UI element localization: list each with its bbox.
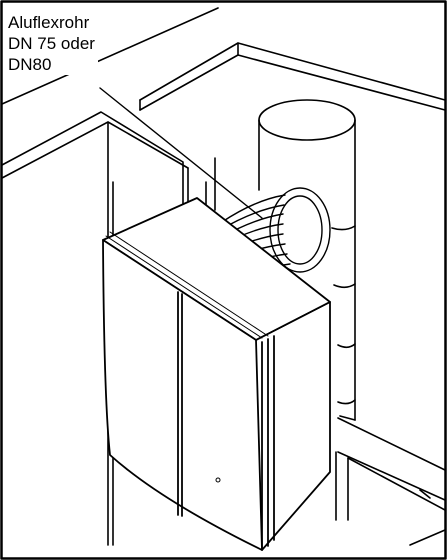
callout-line-1: Aluflexrohr bbox=[8, 13, 90, 32]
callout-line-3: DN80 bbox=[8, 55, 52, 74]
callout-line-2: DN 75 oder bbox=[8, 34, 95, 53]
vertical-duct bbox=[258, 99, 356, 421]
leader-line bbox=[99, 87, 263, 219]
callout-label: Aluflexrohr DN 75 oder DN80 bbox=[8, 12, 98, 75]
indicator-dot bbox=[215, 477, 221, 483]
floor-duct bbox=[335, 417, 446, 546]
fan-unit bbox=[102, 197, 331, 551]
